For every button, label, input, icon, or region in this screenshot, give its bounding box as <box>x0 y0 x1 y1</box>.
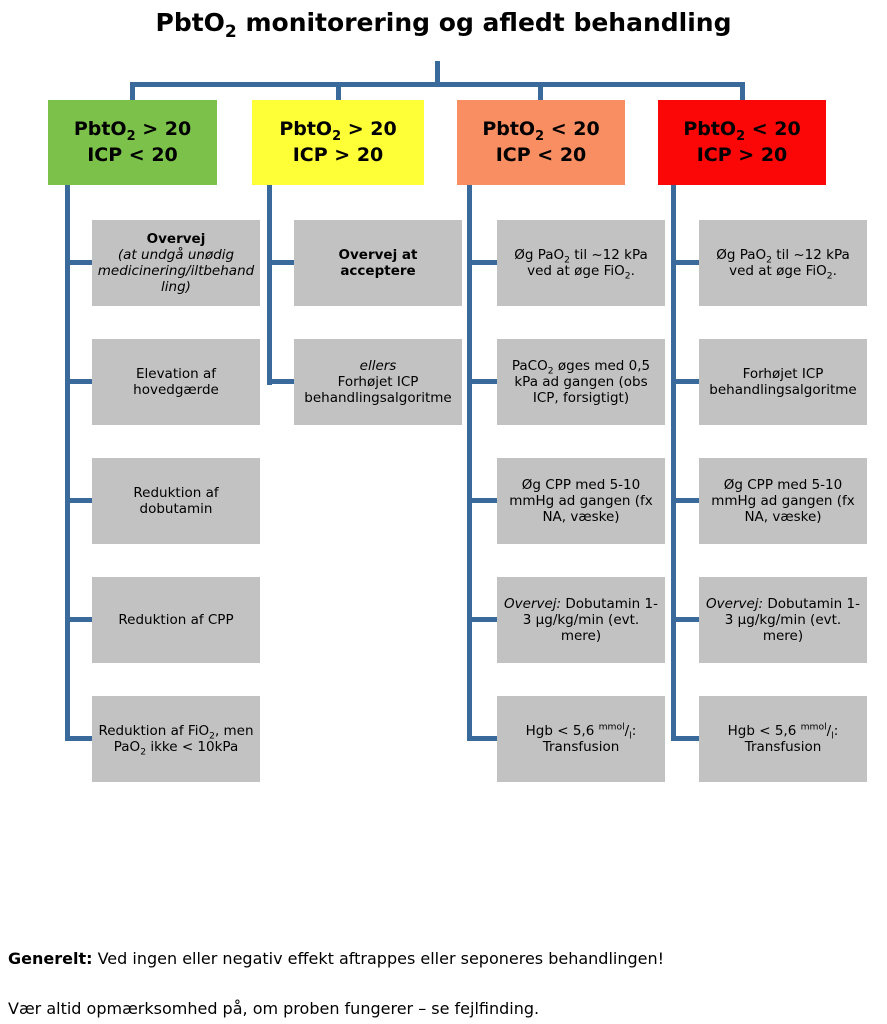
connector-line-drop-4 <box>740 82 745 100</box>
header-condition-pbto2: PbtO2 > 20 <box>279 117 397 144</box>
step-text: Øg CPP med 5-10 mmHg ad gangen (fx NA, v… <box>509 476 653 526</box>
connector-tick <box>467 736 497 741</box>
header-box-pbto2-high-icp-high: PbtO2 > 20 ICP > 20 <box>252 100 424 185</box>
connector-tick <box>65 379 92 384</box>
connector-tick <box>65 260 92 265</box>
step-box-col4-transfusion: Hgb < 5,6 mmol/l: Transfusion <box>699 696 867 782</box>
connector-tick <box>65 736 92 741</box>
connector-tick <box>467 260 497 265</box>
connector-tick <box>467 379 497 384</box>
connector-tick <box>467 498 497 503</box>
footer-note-probe: Vær altid opmærksomhed på, om proben fun… <box>8 999 540 1018</box>
step-box-col1-reduktion-cpp: Reduktion af CPP <box>92 577 260 663</box>
connector-tick <box>267 260 294 265</box>
connector-tick <box>267 379 294 384</box>
step-box-col3-pao2: Øg PaO2 til ~12 kPa ved at øge FiO2. <box>497 220 665 306</box>
connector-tick <box>671 260 699 265</box>
step-box-col4-cpp: Øg CPP med 5-10 mmHg ad gangen (fx NA, v… <box>699 458 867 544</box>
step-text: Hgb < 5,6 mmol/l: Transfusion <box>727 721 839 755</box>
connector-line-drop-3 <box>538 82 543 100</box>
connector-line-drop-2 <box>336 82 341 100</box>
connector-tick <box>671 379 699 384</box>
connector-trunk-col4 <box>671 185 676 741</box>
step-text: Reduktion af dobutamin <box>133 484 219 517</box>
header-condition-icp: ICP > 20 <box>292 143 384 166</box>
connector-tick <box>65 498 92 503</box>
step-box-col1-overvej: Overvej(at undgå unødig medicinering/ilt… <box>92 220 260 306</box>
step-text: Overvej: Dobutamin 1-3 µg/kg/min (evt. m… <box>504 595 658 645</box>
step-text: Overvej at acceptere <box>338 246 418 279</box>
connector-tick <box>671 498 699 503</box>
connector-tick <box>671 736 699 741</box>
step-text: Forhøjet ICP behandlingsalgoritme <box>709 365 857 398</box>
header-condition-pbto2: PbtO2 < 20 <box>482 117 600 144</box>
step-box-col3-cpp: Øg CPP med 5-10 mmHg ad gangen (fx NA, v… <box>497 458 665 544</box>
step-box-col1-reduktion-dobutamin: Reduktion af dobutamin <box>92 458 260 544</box>
step-box-col3-transfusion: Hgb < 5,6 mmol/l: Transfusion <box>497 696 665 782</box>
connector-line-horizontal <box>130 82 745 87</box>
header-box-pbto2-low-icp-low: PbtO2 < 20 ICP < 20 <box>457 100 625 185</box>
step-text: Øg CPP med 5-10 mmHg ad gangen (fx NA, v… <box>711 476 855 526</box>
step-text: Reduktion af CPP <box>118 611 234 628</box>
connector-line-drop-1 <box>130 82 135 100</box>
step-text: Reduktion af FiO2, men PaO2 ikke < 10kPa <box>98 722 254 758</box>
step-box-col1-elevation: Elevation af hovedgærde <box>92 339 260 425</box>
header-condition-icp: ICP > 20 <box>696 143 788 166</box>
footer-note-general: Generelt: Ved ingen eller negativ effekt… <box>8 949 665 968</box>
step-text: Øg PaO2 til ~12 kPa ved at øge FiO2. <box>716 246 850 282</box>
step-box-col3-paco2: PaCO2 øges med 0,5 kPa ad gangen (obs IC… <box>497 339 665 425</box>
connector-tick <box>467 617 497 622</box>
header-condition-icp: ICP < 20 <box>495 143 587 166</box>
connector-line-top-stub <box>435 61 440 87</box>
page-title: PbtO2 monitorering og afledt behandling <box>155 8 732 42</box>
step-text: Øg PaO2 til ~12 kPa ved at øge FiO2. <box>514 246 648 282</box>
header-box-pbto2-low-icp-high: PbtO2 < 20 ICP > 20 <box>658 100 826 185</box>
connector-trunk-col1 <box>65 185 70 741</box>
step-box-col4-dobutamin: Overvej: Dobutamin 1-3 µg/kg/min (evt. m… <box>699 577 867 663</box>
header-condition-pbto2: PbtO2 > 20 <box>73 117 192 144</box>
step-box-col1-reduktion-fio2: Reduktion af FiO2, men PaO2 ikke < 10kPa <box>92 696 260 782</box>
step-box-col3-dobutamin: Overvej: Dobutamin 1-3 µg/kg/min (evt. m… <box>497 577 665 663</box>
connector-trunk-col2 <box>267 185 272 385</box>
step-box-col4-pao2: Øg PaO2 til ~12 kPa ved at øge FiO2. <box>699 220 867 306</box>
step-text: PaCO2 øges med 0,5 kPa ad gangen (obs IC… <box>511 357 651 407</box>
header-box-pbto2-high-icp-low: PbtO2 > 20 ICP < 20 <box>48 100 217 185</box>
step-box-col4-icp-algoritme: Forhøjet ICP behandlingsalgoritme <box>699 339 867 425</box>
step-text: Overvej(at undgå unødig medicinering/ilt… <box>97 230 255 296</box>
connector-tick <box>671 617 699 622</box>
step-text: Hgb < 5,6 mmol/l: Transfusion <box>525 721 637 755</box>
step-text: Elevation af hovedgærde <box>133 365 219 398</box>
header-condition-pbto2: PbtO2 < 20 <box>683 117 801 144</box>
connector-tick <box>65 617 92 622</box>
step-text: Overvej: Dobutamin 1-3 µg/kg/min (evt. m… <box>706 595 860 645</box>
header-condition-icp: ICP < 20 <box>87 143 178 166</box>
connector-trunk-col3 <box>467 185 472 741</box>
step-box-col2-acceptere: Overvej at acceptere <box>294 220 462 306</box>
